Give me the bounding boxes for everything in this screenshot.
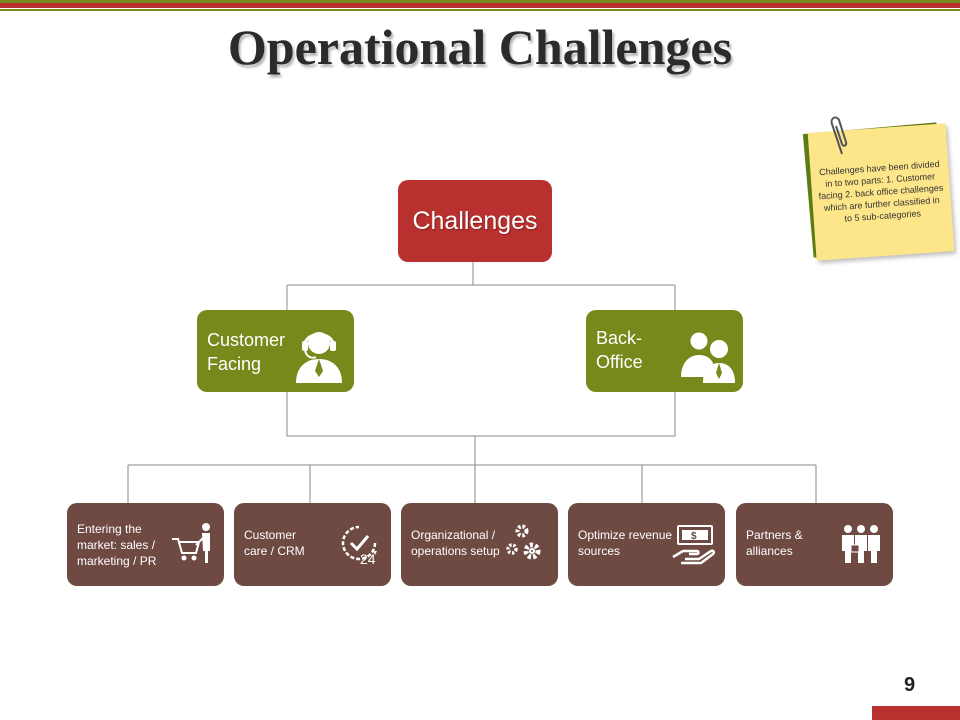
paperclip-icon [830, 116, 848, 155]
leaf-label: Customer care / CRM [244, 528, 305, 558]
slide-title: Operational Challenges [227, 19, 733, 75]
gears-icon [506, 524, 541, 560]
headset-agent-icon [296, 332, 342, 383]
sticky-note: Challenges have been divided in to two p… [800, 112, 960, 272]
shopping-cart-person-icon [172, 523, 210, 563]
challenges-node: Challenges [398, 180, 552, 262]
page-number: 9 [904, 674, 916, 696]
leaf-label: Entering the market: sales / marketing /… [77, 522, 157, 568]
sticky-note-text: Challenges have been divided in to two p… [818, 158, 944, 224]
back-office-node: Back- Office [586, 310, 743, 392]
leaf-label: Optimize revenue sources [578, 528, 673, 558]
team-people-icon [842, 525, 880, 563]
leaf-label: Partners & alliances [746, 528, 803, 558]
svg-text:$: $ [691, 531, 697, 542]
leaf-operations-setup: Organizational / operations setup [401, 503, 558, 586]
header-stripes [0, 0, 960, 14]
customer-facing-node: Customer Facing [197, 310, 354, 392]
svg-text:24: 24 [360, 551, 376, 565]
24-hours-clock-icon: 24 [341, 525, 377, 565]
business-people-icon [681, 331, 735, 383]
leaf-label: Organizational / operations setup [411, 528, 500, 558]
customer-facing-label: Customer Facing [207, 330, 286, 374]
leaf-revenue-sources: Optimize revenue sources $ [568, 503, 725, 586]
footer-accent-bar [872, 706, 960, 720]
leaf-market-entry: Entering the market: sales / marketing /… [67, 503, 224, 586]
leaf-customer-care: Customer care / CRM 24 [234, 503, 391, 586]
leaf-partners-alliances: Partners & alliances [736, 503, 893, 586]
back-office-label: Back- Office [596, 328, 643, 372]
money-hand-icon: $ [672, 525, 715, 565]
